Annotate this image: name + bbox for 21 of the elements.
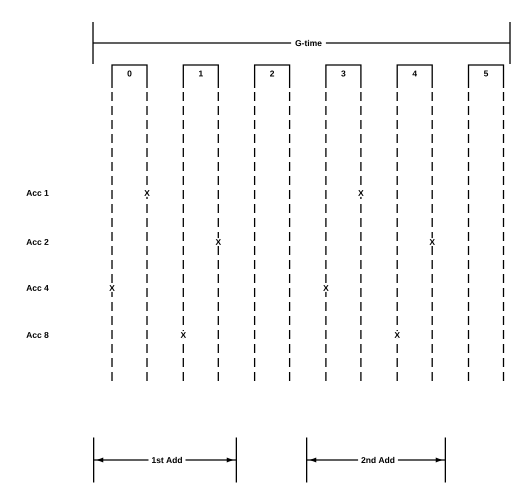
cross-mark: X <box>393 331 402 339</box>
slot-box: 4 <box>396 64 433 88</box>
row-label: Acc 1 <box>26 190 49 196</box>
slot-box: 1 <box>182 64 219 88</box>
dimension-label: 2nd Add <box>358 456 398 464</box>
dimension-label: G-time <box>291 38 326 48</box>
row-label: Acc 8 <box>26 332 49 338</box>
cross-mark: X <box>214 238 222 246</box>
dimension-label: 1st Add <box>148 456 186 464</box>
slot-box: 5 <box>468 64 504 88</box>
cross-mark: X <box>357 189 365 197</box>
cross-mark: X <box>179 331 188 339</box>
cross-mark: X <box>143 189 151 197</box>
row-label: Acc 2 <box>26 239 48 245</box>
slot-box: 2 <box>254 64 290 88</box>
slot-box: 0 <box>111 64 148 88</box>
cross-mark: X <box>428 238 436 246</box>
row-label: Acc 4 <box>26 285 49 291</box>
slot-box: 3 <box>325 64 362 88</box>
cross-mark: X <box>108 284 116 292</box>
cross-mark: X <box>322 284 330 292</box>
